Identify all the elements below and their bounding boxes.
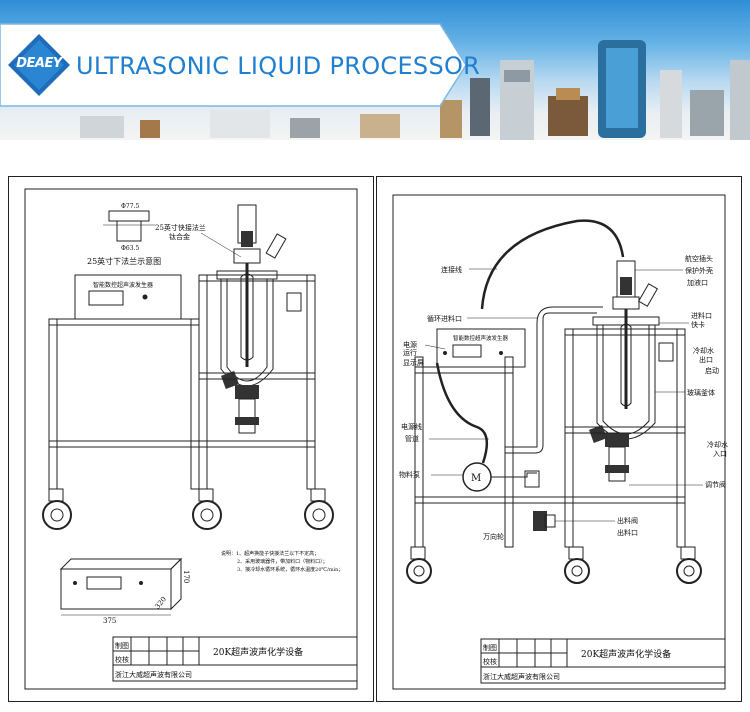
label-power: 电源 [403, 340, 417, 349]
page-title: ULTRASONIC LIQUID PROCESSOR [76, 52, 481, 80]
banner-machinery-image [80, 40, 750, 140]
label-run: 运行 [403, 348, 417, 357]
label-discharge-outlet: 出料口 [617, 528, 638, 537]
right-generator-label: 智能数控超声波发生器 [453, 334, 509, 342]
label-aviation-plug: 航空插头 [685, 254, 713, 263]
right-title-block-title: 20K超声波声化学设备 [581, 648, 671, 660]
company-logo: DEAEY [6, 32, 72, 98]
label-recirc-inlet: 循环进料口 [427, 314, 462, 323]
dim-height: 170 [182, 570, 190, 583]
right-title-block-row2: 校核 [483, 657, 497, 666]
right-title-block-company: 浙江大威超声波有限公司 [483, 672, 560, 681]
right-drawing: 智能数控超声波发生器 M [392, 194, 728, 690]
title-block-company: 浙江大威超声波有限公司 [115, 670, 192, 679]
note-line-2: 2、采用玻璃器件，带加料口（物料口）； [237, 558, 328, 565]
label-start: 启动 [705, 366, 719, 375]
label-quick-clamp: 快卡 [691, 320, 705, 329]
flange-dim-bottom: Φ63.5 [121, 245, 139, 252]
header-banner: DEAEY ULTRASONIC LIQUID PROCESSOR [0, 0, 750, 140]
flange-caption: 25英寸下法兰示意图 [87, 256, 161, 266]
title-block-title: 20K超声波声化学设备 [213, 646, 303, 658]
logo-badge-icon [8, 34, 70, 96]
label-regulating-valve: 调节阀 [705, 480, 726, 489]
label-pipe: 管道 [405, 434, 419, 443]
flange-label-1: 25英寸快接法兰 [155, 223, 206, 232]
label-power-cord: 电源线 [401, 422, 422, 431]
note-line-3: 3、接冷却水循环系统，循环水温度20℃/min； [237, 566, 343, 573]
banner-title-tab [0, 23, 467, 107]
label-protective-shell: 保护外壳 [685, 266, 713, 275]
logo-text: DEAEY [16, 56, 62, 71]
dim-width: 375 [103, 617, 116, 625]
label-caster: 万向轮 [483, 532, 504, 541]
label-inlet: 入口 [713, 450, 727, 458]
right-drawing-panel: 智能数控超声波发生器 M [376, 176, 742, 702]
right-title-block-row1: 制图 [483, 643, 497, 652]
left-generator-label: 智能数控超声波发生器 [93, 281, 153, 289]
label-liquid-inlet: 加液口 [687, 278, 708, 287]
label-material-pump: 物料泵 [399, 470, 420, 479]
flange-label-2: 钛合金 [169, 232, 190, 241]
left-drawing-panel: Φ77.5 Φ63.5 25英寸下法兰示意图 25英寸快接法兰 钛合金 智能数控… [8, 176, 374, 702]
pump-motor-letter: M [471, 473, 481, 484]
dim-depth: 320 [153, 595, 168, 610]
label-discharge-valve: 出料阀 [617, 516, 638, 525]
title-block-row1: 制图 [115, 641, 129, 650]
label-cooling-water-1: 冷却水 [693, 346, 714, 355]
label-glass-vessel: 玻璃釜体 [687, 388, 715, 397]
label-connection-cable: 连接线 [441, 265, 462, 274]
label-cooling-water-2: 冷却水 [707, 440, 728, 449]
title-block-row2: 校核 [115, 655, 129, 664]
label-display: 显示屏 [403, 359, 424, 367]
left-drawing: Φ77.5 Φ63.5 25英寸下法兰示意图 25英寸快接法兰 钛合金 智能数控… [24, 188, 358, 690]
flange-dim-top: Φ77.5 [121, 203, 139, 210]
label-feed-inlet: 进料口 [691, 311, 712, 320]
note-line-1: 说明：1、超声换能子快接法兰以下不定高； [221, 550, 319, 557]
label-outlet: 出口 [699, 355, 713, 364]
